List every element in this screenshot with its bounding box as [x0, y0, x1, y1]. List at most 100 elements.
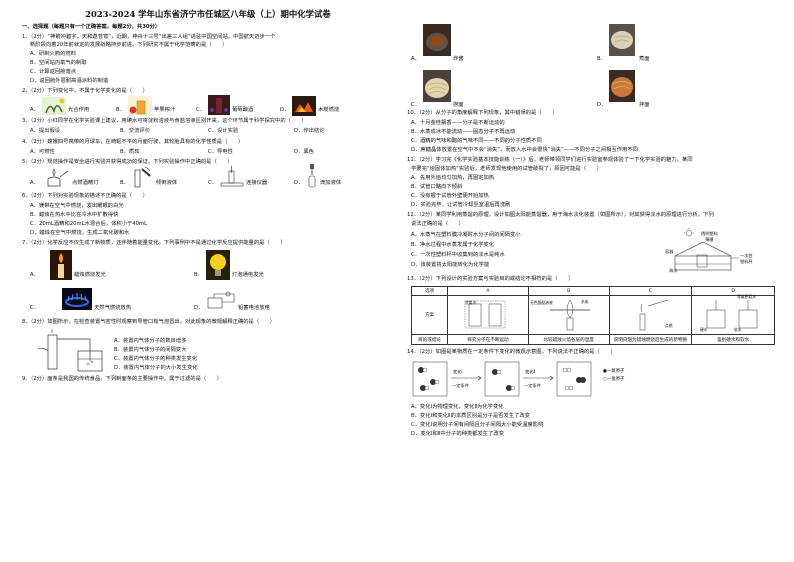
grape-wine-image: [208, 95, 230, 115]
charcoal-burning-image: [292, 96, 316, 116]
q3-option-a[interactable]: A．提出假设: [30, 128, 61, 134]
table-row-purpose: 目的或结论: [410, 334, 449, 345]
q7-label-b: B．: [194, 272, 203, 278]
q1-stem-1: 1．（2分）“神箭冲碧宇，天和遨苍穹”，近期，神舟十三号“出差三人组”进驻中国空…: [22, 34, 276, 40]
q2-label-d: D．: [280, 107, 290, 113]
q11-option-b[interactable]: B．试管口略向下倾斜: [411, 184, 463, 190]
q10-option-a[interactable]: A．十月金桂飘香——分子是不断运动的: [411, 120, 505, 126]
q2-option-c[interactable]: 葡萄酿酒: [232, 107, 254, 113]
q12-option-d[interactable]: D．该装置将太阳能转化为化学能: [411, 262, 490, 268]
plan-c-cell: [608, 295, 693, 335]
q7-label-c: C．: [30, 305, 39, 311]
q8-option-a[interactable]: A．装置内气体分子的数目增多: [114, 338, 187, 344]
q1-option-b[interactable]: B．空间站内氧气的制取: [30, 60, 87, 66]
q6-option-a[interactable]: A．镁带在空气中燃烧，发出耀眼的白光: [30, 203, 124, 209]
q11-option-d[interactable]: D．实验完毕，让试管冷却至室温后再洗刷: [411, 202, 511, 208]
airtightness-check-diagram: [30, 329, 110, 373]
q1-option-a[interactable]: A．研制火箭的燃料: [30, 51, 76, 57]
q12-option-a[interactable]: A．水蒸气在塑料膜冷凝时水分子间的间隔变小: [411, 232, 521, 238]
q3-option-d[interactable]: D．作出结论: [294, 128, 325, 134]
q5-option-c[interactable]: 连接仪器: [246, 180, 268, 186]
solar-still-diagram: [669, 228, 749, 274]
q9-option-b[interactable]: 煮面: [639, 56, 650, 62]
q12-option-b[interactable]: B．净水过程中水蒸发属于化学变化: [411, 242, 495, 248]
q2-stem: 2．（2分）下列变化中，不属于化学变化的是（ ）: [22, 88, 148, 94]
q14-option-d[interactable]: D．变化Ⅰ和Ⅱ中分子的种类都发生了改变: [411, 431, 504, 437]
q10-option-b[interactable]: B．水蒸成冰不能流动——固态分子不再运动: [411, 129, 516, 135]
q14-option-a[interactable]: A．变化Ⅰ为物理变化，变化Ⅱ为化学变化: [411, 404, 504, 410]
q9-option-a[interactable]: 炸酱: [453, 56, 464, 62]
q2-label-b: B．: [116, 107, 125, 113]
purpose-a: 探究分子在不断运动: [447, 334, 529, 345]
q1-option-d[interactable]: D．返回舱外层耐高温涂料的制造: [30, 78, 109, 84]
q10-option-d[interactable]: D．蔗糖晶体放置在空气中不会“消失”，而放入水中会很快“消失”——不同分子之间相…: [411, 147, 638, 153]
q1-option-c[interactable]: C．计算返回舱落点: [30, 69, 77, 75]
q5-label-c: C．: [208, 180, 217, 186]
plan-d-cell: [691, 295, 775, 335]
connect-apparatus-diagram: [220, 166, 244, 188]
q7-option-a[interactable]: 蜡烛燃烧发光: [74, 272, 106, 278]
gas-flame-image: [62, 288, 92, 310]
q6-option-b[interactable]: B．蜡烛在热水中比在冷水中扩散得快: [30, 212, 119, 218]
q5-option-b[interactable]: 倾倒液体: [156, 180, 178, 186]
q7-option-c[interactable]: 天然气燃烧放热: [94, 305, 132, 311]
q2-option-a[interactable]: 光合作用: [68, 107, 90, 113]
label-soft-water: 软水: [734, 327, 742, 332]
q4-option-d[interactable]: D．黑色: [294, 149, 314, 155]
q12-option-c[interactable]: C．一次性塑料杯中收集到的淡水是纯水: [411, 252, 505, 258]
q3-option-b[interactable]: B．交流评价: [120, 128, 151, 134]
q3-option-c[interactable]: C．设计实验: [208, 128, 239, 134]
q9-stem: 9．（2分）面条是我国的传统食品。下列制面条的主要操作中，属于过滤的是（ ）: [22, 376, 223, 382]
change-2-label: 变化Ⅱ: [525, 369, 536, 374]
q7-label-a: A．: [30, 272, 39, 278]
table-head-d: D: [691, 286, 775, 296]
q6-option-c[interactable]: C．20mL酒精和20mL水混合后，体积小于40mL: [30, 221, 148, 227]
q11-option-c[interactable]: C．没有握于试管外壁便开始加热: [411, 193, 489, 199]
q14-option-c[interactable]: C．变化Ⅰ说明分子间有间隔且分子间隔大小能受温度影响: [411, 422, 544, 428]
q6-stem: 6．（2分）下列对实验现象的描述不正确的是（ ）: [22, 193, 148, 199]
q8-option-b[interactable]: B．装置内气体分子的间隔变大: [114, 347, 187, 353]
fig12-label-container: 容器: [665, 249, 674, 254]
table-head-b: B: [527, 286, 610, 296]
q10-option-c[interactable]: C．酒精的气味和醋的气味不同——不同的分子性质不同: [411, 138, 542, 144]
q9-option-c[interactable]: 捞面: [453, 102, 464, 108]
fig12-label-seawater: 海水: [669, 268, 678, 273]
fig12-label-cup-2: 塑料杯: [740, 259, 753, 264]
fig12-label-film-2: 薄膜: [705, 237, 714, 242]
q4-option-a[interactable]: A．可燃性: [30, 149, 55, 155]
q5-stem: 5．（2分）规范操作是安全进行实验并获得成功的保证。下列实验操作中正确的是（ ）: [22, 159, 233, 165]
q4-option-b[interactable]: B．质软: [120, 149, 140, 155]
q7-option-b[interactable]: 灯泡通电发光: [232, 272, 264, 278]
q9-option-d[interactable]: 拌面: [639, 102, 650, 108]
q11-option-a[interactable]: A．先用外焰均匀加热，再固定加热: [411, 175, 495, 181]
plan-a-cell: [447, 295, 529, 335]
q5-option-d[interactable]: 滴加液体: [320, 180, 342, 186]
q3-stem: 3．（2分）小红同学在化学实验课上建议，用碘水可将淀粉溶液与食盐溶液区别开来，这…: [22, 118, 307, 124]
table-head-a: A: [447, 286, 529, 296]
pour-liquid-diagram: [132, 166, 154, 188]
q14-option-b[interactable]: B．变化Ⅰ和变化Ⅱ的本质区别是分子是否发生了改变: [411, 413, 531, 419]
q8-option-c[interactable]: C．装置内气体分子的种类发生变化: [114, 356, 198, 362]
fig12-label-film: 透明塑料: [701, 231, 718, 236]
zhajiang-image: [423, 24, 451, 56]
q8-option-d[interactable]: D．装置内气体分子的大小发生变化: [114, 365, 198, 371]
label-hard-water: 硬水: [700, 327, 708, 332]
q2-label-c: C．: [196, 107, 205, 113]
q6-option-d[interactable]: D．蜡烛在空气中燃烧，生成二氧化碳和水: [30, 230, 130, 236]
q7-option-d[interactable]: 铅蓄电池放电: [238, 305, 270, 311]
q13-table: 选项 A B C D 方案: [410, 286, 775, 345]
purpose-d: 鉴别硬水和软水: [691, 334, 775, 345]
q12-stem-1: 12．（2分）某同学利用蒸馏的原理，设计如图太阳能蒸馏器，用于海水淡化装置（如图…: [407, 212, 714, 218]
fig12-label-cup-1: 一次性: [740, 253, 753, 258]
table-row-plan: 方案: [410, 295, 449, 335]
label-phenolphthalein: 无色酚酞溶液: [530, 300, 553, 305]
q14-stem: 14．（2分）如图是某物质在一定条件下变化的微观示意图，下列说法不正确的是（ ）: [407, 349, 616, 355]
q8-stem: 8．（2分）如图所示，在检查装置气密性时观察到导管口有气泡冒出，对此现象的微观解…: [22, 319, 276, 325]
q5-option-a[interactable]: 点燃酒精灯: [72, 180, 99, 186]
q4-option-c[interactable]: C．导电性: [208, 149, 233, 155]
q2-option-d[interactable]: 木炭燃烧: [318, 107, 340, 113]
q5-label-d: D．: [294, 180, 304, 186]
q2-option-b[interactable]: 苹果榨汁: [154, 107, 176, 113]
q7-label-d: D．: [194, 305, 204, 311]
